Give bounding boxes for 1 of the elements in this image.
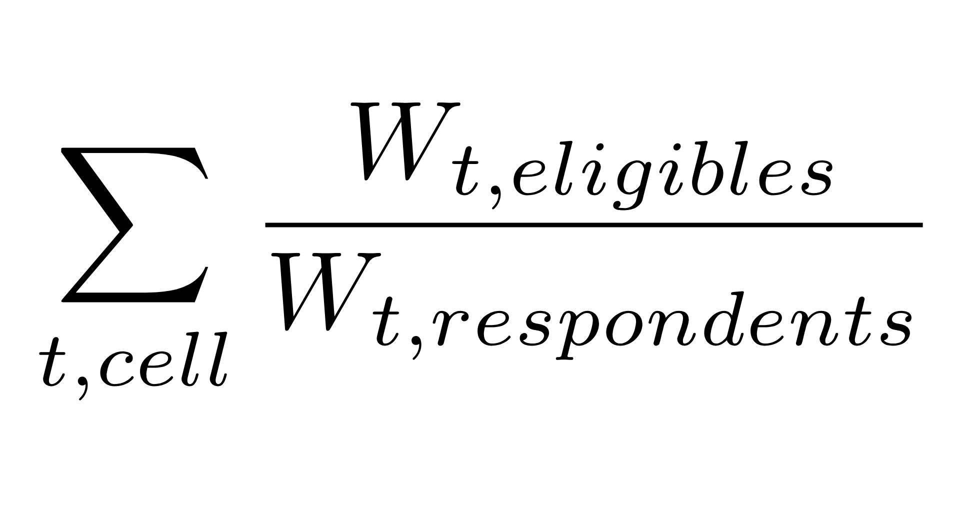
formula: $\sum_{t,cell}\frac{W_{t,eligibles}}{W_{t,respondents}}$: [39, 102, 923, 400]
